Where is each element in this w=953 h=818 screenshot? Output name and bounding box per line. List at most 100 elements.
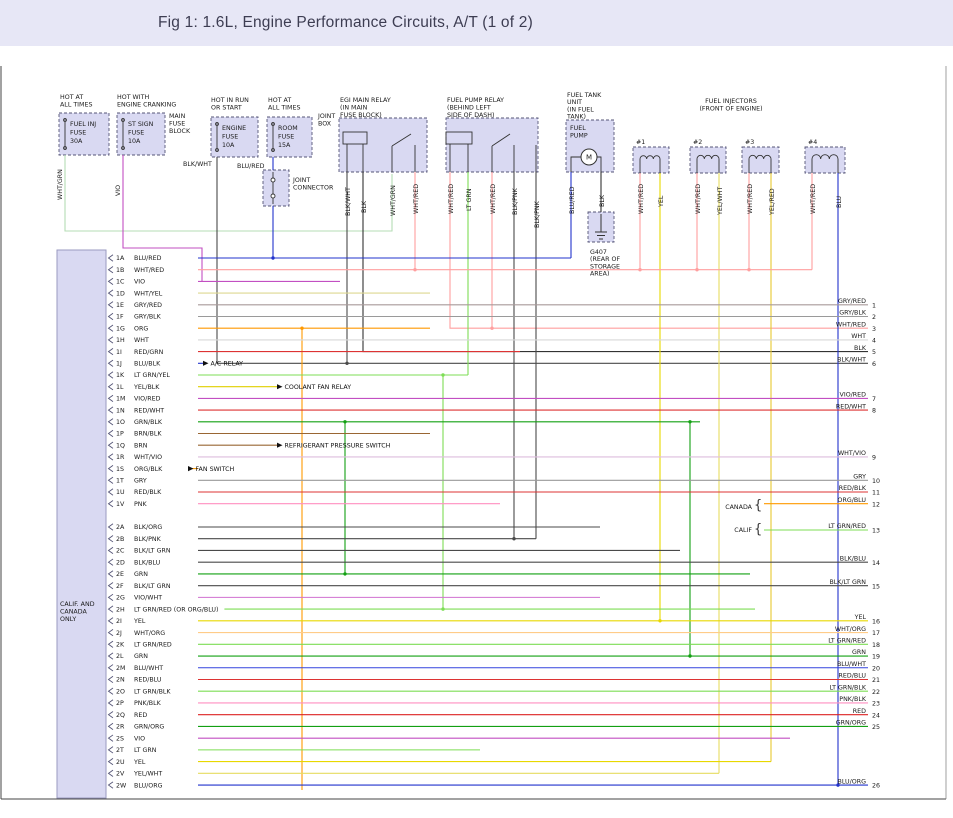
fuse-fuel-inj-label: 30A [70,138,83,145]
pin-id: 2R [116,724,125,731]
pin-id: 1L [116,384,124,391]
pin-chevron [107,348,114,356]
vertical-wire-label: BLU [836,195,843,208]
junction-dot [695,268,699,272]
fuse-icon [271,148,275,152]
junction-dot [343,420,347,424]
wire [122,155,203,282]
pin-chevron [107,277,114,285]
right-wire-name: GRN [852,649,866,656]
fuel-tank-unit-label: UNIT [567,99,582,106]
injector-1 [632,146,670,174]
fuse-st-sign [116,112,166,156]
vertical-wire-label: WHT/RED [448,184,455,214]
egi-main-relay-label: FUSE BLOCK) [340,112,382,119]
right-wire-name: GRY/RED [838,298,866,305]
pin-id: 2H [116,606,125,613]
calif-label: CALIF [734,527,752,534]
vertical-wire-label: YEL/RED [769,188,776,216]
wire-name: BLK/LT GRN [134,583,171,590]
arrow-icon [188,466,194,472]
pin-chevron [107,383,114,391]
pin-chevron [107,418,114,426]
fuse-icon [215,148,219,152]
pin-id: 1G [116,325,125,332]
circuit-number: 4 [872,338,876,345]
wire-name: PNK/BLK [134,700,162,707]
joint-connector [262,169,290,207]
pump-lead [570,156,581,172]
junction-dot [441,373,445,377]
wire-name: WHT/ORG [134,630,165,637]
fuse-fuel-inj-label: FUSE [70,130,86,137]
wire-name: GRY [134,478,147,485]
pin-chevron [107,769,114,777]
arrow-icon [277,442,283,448]
wire [216,157,868,364]
wire-name: BRN [134,442,148,449]
right-wire-name: BLK/BLU [840,555,867,562]
pin-id: 1N [116,407,125,414]
junction-dot [345,361,349,365]
pin-chevron [107,289,114,297]
vertical-wire-label: WHT/RED [413,184,420,214]
injector-3 [741,146,780,174]
pin-id: 2O [116,688,125,695]
wire-name: GRN/BLK [134,419,163,426]
main-fuse-block-label: FUSE [169,121,185,128]
right-wire-name: YEL [854,614,867,621]
pin-id: 2S [116,735,124,742]
pin-chevron [107,629,114,637]
right-wire-name: LT GRN/RED [828,638,866,645]
pin-chevron [107,546,114,555]
circuit-number: 11 [872,490,880,497]
right-wire-name: BLU/ORG [838,778,867,785]
vertical-wire-label: VIO [115,185,122,196]
pin-id: 1K [116,372,125,379]
pin-chevron [107,605,114,613]
circuit-number: 15 [872,583,880,590]
wire-name: VIO [134,735,145,742]
fuse-st-sign-label: ST SIGN [128,121,154,128]
egi-main-relay-label: EGI MAIN RELAY [340,97,391,104]
fuse-room-label: ROOM [278,125,298,132]
junction-dot [638,268,642,272]
vertical-wire-label: WHT/GRN [390,185,397,216]
circuit-number: 22 [872,689,880,696]
pin-chevron [107,429,114,438]
wire-name: BLU/WHT [134,665,163,672]
vertical-wire-label: WHT/RED [810,184,817,214]
fuse-icon [121,146,125,150]
pin-chevron [107,781,114,789]
circuit-number: 9 [872,455,876,462]
fuse-engine-label: FUSE [222,134,238,141]
wire-name: RED/BLK [134,489,162,496]
pin-id: 1V [116,501,125,508]
pin-id: 2N [116,677,125,684]
wire-name: WHT/VIO [134,454,162,461]
joint-connector-label: CONNECTOR [293,185,334,192]
right-wire-name: LT GRN/RED [828,523,866,530]
circuit-number: 13 [872,528,880,535]
pin-chevron [107,336,114,344]
wire-name: BLU/BLK [134,361,161,368]
circuit-number: 19 [872,654,880,661]
junction-dot [413,268,417,272]
pin-id: 1F [116,314,124,321]
fuel-injectors-label: (FRONT OF ENGINE) [699,106,762,113]
injector-tag: #1 [636,139,645,146]
pin-id: 2C [116,548,125,555]
vertical-wire-label: BLK [361,200,368,213]
wire-name: LT GRN/RED (OR ORG/BLU) [134,606,218,613]
wire-name: YEL/BLK [133,384,160,391]
right-wire-name: WHT [851,333,866,340]
junction-dot [300,326,304,330]
junction-dot [747,268,751,272]
pin-id: 1O [116,419,125,426]
pin-chevron [107,617,114,625]
pin-id: 1D [116,290,125,297]
junction-dot [688,420,692,424]
wire-name: BLK/ORG [134,524,162,531]
fuse-fuel-inj-label: FUEL INJ [70,121,96,128]
